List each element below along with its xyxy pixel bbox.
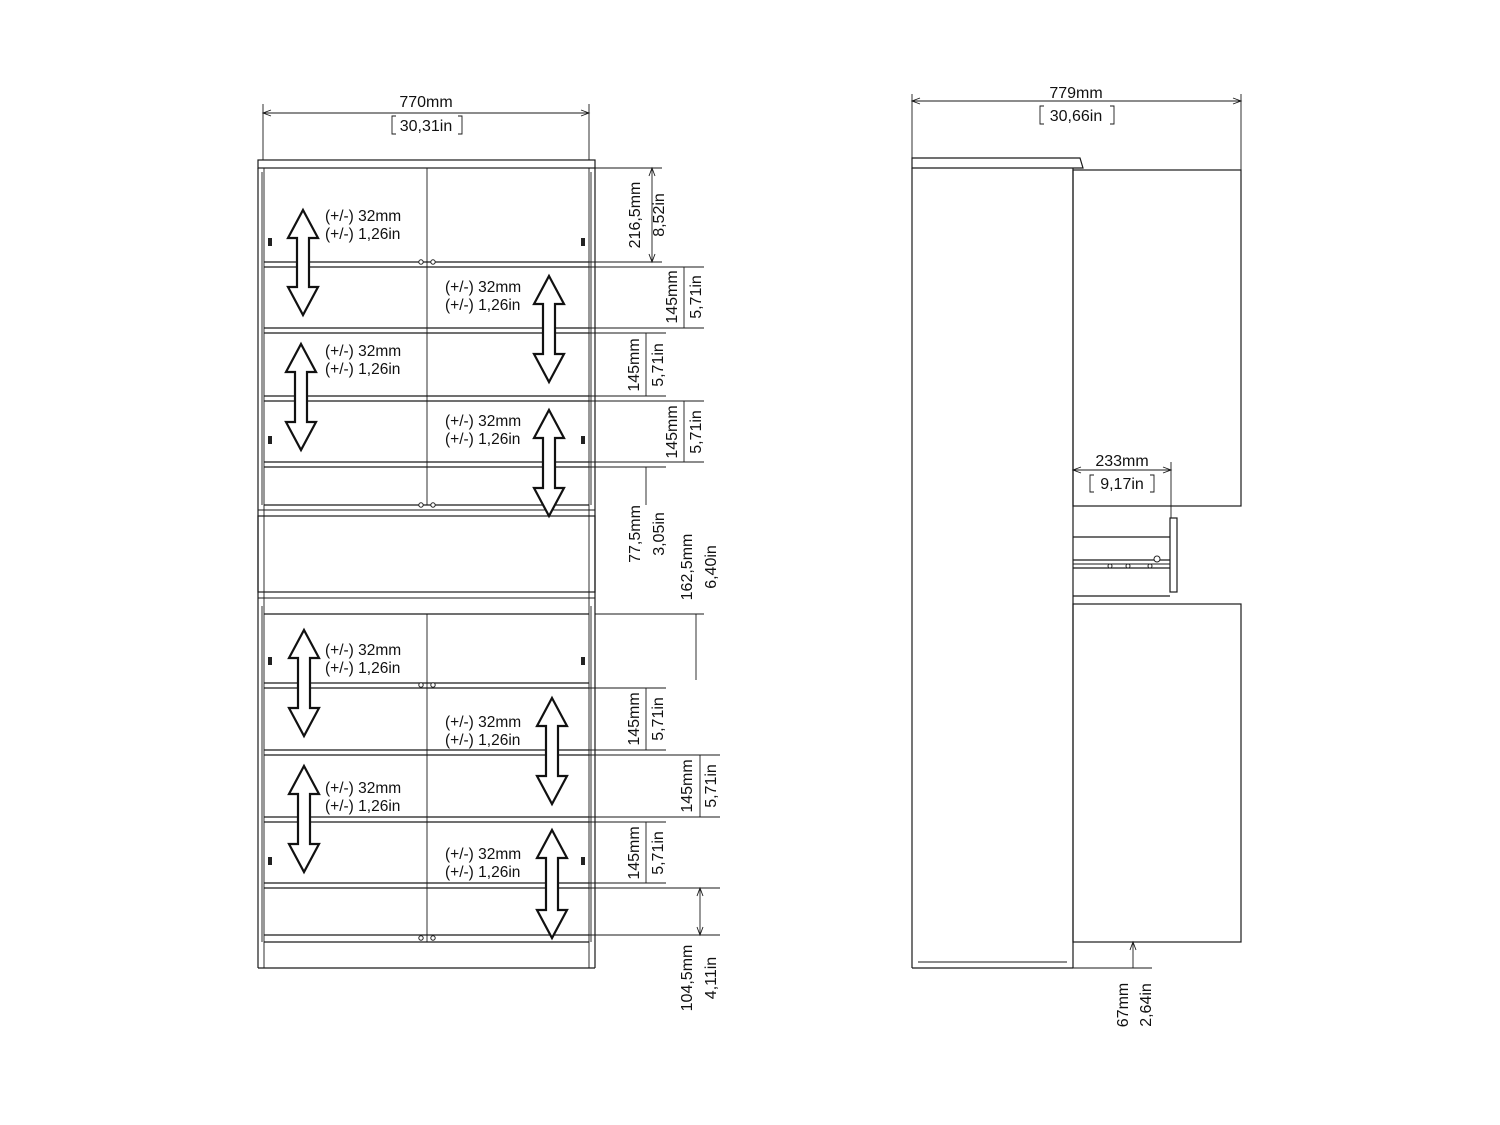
dim-145-e-mm: 145mm	[679, 759, 696, 812]
adjust-arrow	[532, 273, 566, 385]
adjust-label-mm: (+/-) 32mm	[325, 642, 401, 659]
dim-145-a-in: 5,71in	[688, 275, 705, 319]
plinth-in: 2,64in	[1138, 983, 1155, 1027]
open-drawer	[1073, 505, 1178, 597]
dim-216-mm: 216,5mm	[627, 182, 644, 249]
side-depth-mm: 779mm	[1049, 85, 1102, 102]
adjust-arrow	[532, 407, 566, 519]
lower-shelves	[264, 613, 589, 889]
adjust-arrow	[287, 627, 321, 739]
dim-145-d-mm: 145mm	[626, 692, 643, 745]
dim-145-b-in: 5,71in	[650, 343, 667, 387]
adjust-label-in: (+/-) 1,26in	[445, 864, 520, 881]
dim-145-d-in: 5,71in	[650, 697, 667, 741]
upper-shelves	[264, 261, 589, 506]
dim-104-mm: 104,5mm	[679, 945, 696, 1012]
side-depth-dimension: 779mm 30,66in	[910, 85, 1243, 170]
adjust-label-in: (+/-) 1,26in	[325, 798, 400, 815]
side-view: 779mm 30,66in	[910, 85, 1243, 1027]
dim-77-mm: 77,5mm	[627, 505, 644, 563]
front-view: 770mm 30,31in	[257, 94, 720, 1012]
front-width-dimension: 770mm 30,31in	[261, 94, 591, 160]
adjust-arrow	[286, 207, 320, 318]
drawer-front	[257, 509, 596, 599]
adjust-arrow	[287, 763, 321, 875]
adjust-arrow	[284, 341, 318, 453]
adjust-label-mm: (+/-) 32mm	[445, 279, 521, 296]
dim-104-in: 4,11in	[703, 957, 720, 999]
cabinet-body	[257, 159, 596, 969]
dim-145-b-mm: 145mm	[626, 338, 643, 391]
front-width-mm: 770mm	[399, 94, 452, 111]
shelf-adjust-labels: (+/-) 32mm (+/-) 1,26in (+/-) 32mm (+/-)…	[325, 208, 521, 881]
adjust-label-in: (+/-) 1,26in	[445, 431, 520, 448]
drawer-extension-dimension: 233mm 9,17in	[1071, 453, 1173, 518]
dim-145-e-in: 5,71in	[703, 764, 720, 808]
adjust-label-mm: (+/-) 32mm	[445, 714, 521, 731]
shelf-adjust-arrows	[284, 207, 569, 941]
side-cabinet-body	[911, 157, 1242, 969]
front-width-in: 30,31in	[400, 118, 453, 135]
adjust-label-mm: (+/-) 32mm	[325, 208, 401, 225]
adjust-label-in: (+/-) 1,26in	[445, 297, 520, 314]
drawer-ext-mm: 233mm	[1095, 453, 1148, 470]
adjust-label-mm: (+/-) 32mm	[445, 846, 521, 863]
adjust-label-mm: (+/-) 32mm	[325, 343, 401, 360]
dim-162-mm: 162,5mm	[679, 534, 696, 601]
front-vertical-dimensions: 216,5mm 8,52in 145mm 5,71in 145mm 5,71in…	[589, 166, 720, 1012]
adjust-label-in: (+/-) 1,26in	[445, 732, 520, 749]
dim-162-in: 6,40in	[703, 545, 720, 589]
dim-216-in: 8,52in	[651, 193, 668, 237]
adjust-label-in: (+/-) 1,26in	[325, 226, 400, 243]
adjust-label-mm: (+/-) 32mm	[445, 413, 521, 430]
dim-145-f-mm: 145mm	[626, 826, 643, 879]
adjust-label-mm: (+/-) 32mm	[325, 780, 401, 797]
dim-77-in: 3,05in	[651, 512, 668, 556]
adjust-arrow	[535, 695, 569, 807]
dim-145-f-in: 5,71in	[650, 831, 667, 875]
side-depth-in: 30,66in	[1050, 108, 1103, 125]
adjust-label-in: (+/-) 1,26in	[325, 660, 400, 677]
plinth-mm: 67mm	[1115, 983, 1132, 1027]
dim-145-a-mm: 145mm	[664, 270, 681, 323]
door-hardware	[268, 238, 585, 941]
dim-145-c-mm: 145mm	[664, 405, 681, 458]
adjust-label-in: (+/-) 1,26in	[325, 361, 400, 378]
dim-145-c-in: 5,71in	[688, 410, 705, 454]
drawer-ext-in: 9,17in	[1100, 476, 1144, 493]
plinth-height-dimension: 67mm 2,64in	[1073, 940, 1155, 1027]
adjust-arrow	[535, 827, 569, 941]
